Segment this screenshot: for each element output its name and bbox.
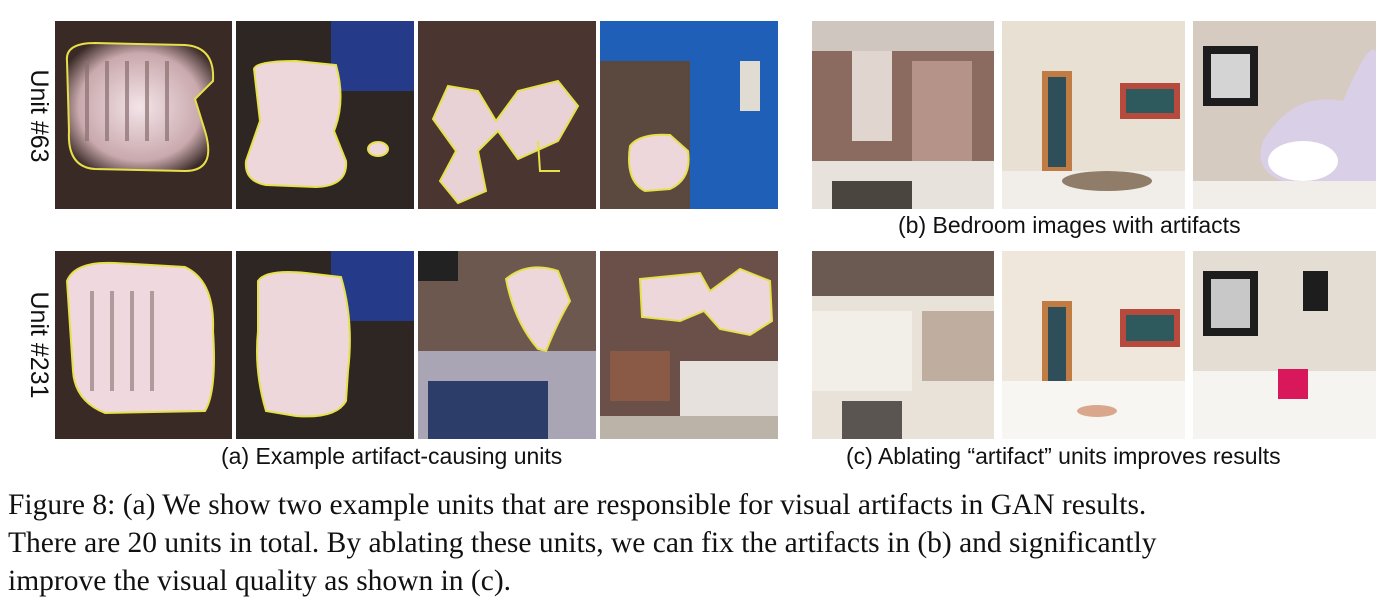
figure-caption-line-3: improve the visual quality as shown in (…	[8, 565, 512, 597]
unit63-image-3	[418, 21, 596, 209]
bedroom-ablated-image-3	[1193, 251, 1376, 439]
unit231-image-3	[418, 251, 596, 439]
bedroom-artifact-image-2	[1002, 21, 1185, 209]
bedroom-artifact-image-3	[1193, 21, 1376, 209]
bedroom-ablated-image-2	[1002, 251, 1185, 439]
unit63-image-2	[236, 21, 414, 209]
unit231-image-4	[600, 251, 778, 439]
panel-c-caption: (c) Ablating “artifact” units improves r…	[846, 443, 1281, 469]
bedroom-ablated-image-1	[812, 251, 994, 439]
unit63-image-1	[55, 21, 232, 209]
row-label-unit-63: Unit #63	[25, 69, 53, 163]
unit231-image-1	[55, 251, 232, 439]
figure-caption-line-1: Figure 8: (a) We show two example units …	[8, 489, 1147, 521]
figure-caption: Figure 8: (a) We show two example units …	[8, 486, 1388, 600]
row-label-unit-231: Unit #231	[25, 291, 53, 399]
panel-b-caption: (b) Bedroom images with artifacts	[898, 212, 1241, 238]
unit231-image-2	[236, 251, 414, 439]
panel-a-caption: (a) Example artifact-causing units	[221, 443, 563, 469]
unit63-image-4	[600, 21, 778, 209]
bedroom-artifact-image-1	[812, 21, 994, 209]
figure-caption-line-2: There are 20 units in total. By ablating…	[8, 527, 1157, 559]
